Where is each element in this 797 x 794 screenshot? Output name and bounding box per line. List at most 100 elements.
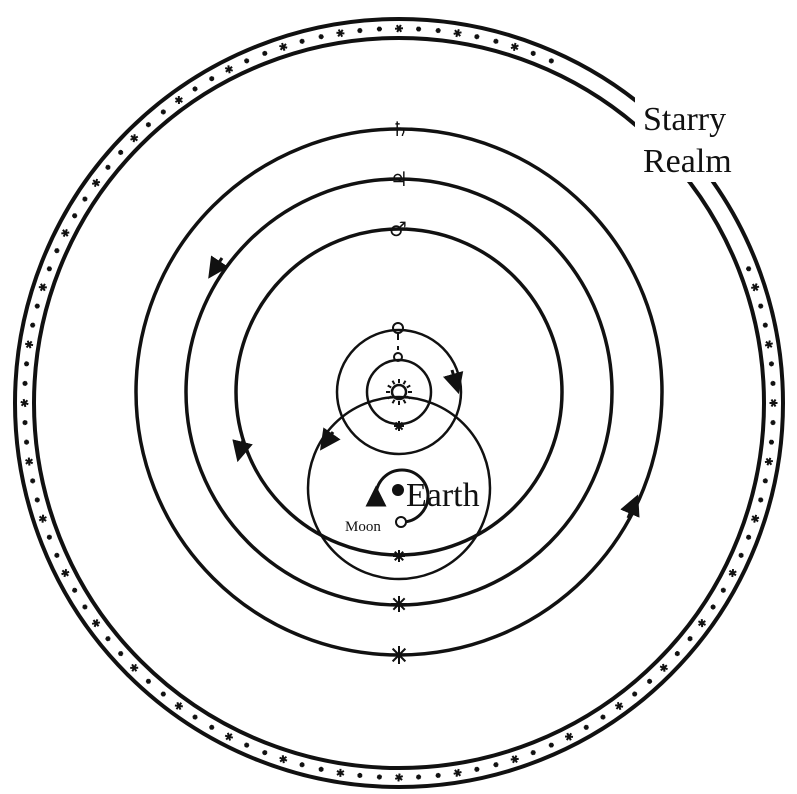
band-star [24, 440, 29, 445]
band-star [565, 733, 573, 740]
band-star [39, 284, 47, 291]
band-star [357, 28, 362, 32]
band-star [511, 756, 519, 763]
band-star [300, 39, 305, 44]
band-star [377, 775, 382, 780]
band-star [660, 664, 668, 672]
band-star [632, 692, 637, 697]
band-star [39, 515, 46, 523]
band-star [21, 399, 29, 407]
band-star [454, 29, 462, 37]
band-star [729, 569, 736, 577]
band-star [474, 767, 479, 772]
band-star [118, 651, 123, 656]
band-star [146, 679, 151, 683]
band-star [600, 715, 605, 720]
band-star [377, 27, 382, 31]
band-star [209, 76, 214, 81]
band-star [474, 34, 479, 39]
mars-orbit [236, 229, 562, 555]
band-star [739, 553, 744, 558]
axis-stars [390, 421, 408, 664]
band-star [549, 58, 554, 63]
band-star [244, 743, 249, 748]
sun-symbol [386, 379, 412, 405]
band-star [416, 27, 421, 32]
mercury-orbit [367, 360, 431, 424]
jupiter-symbol: ♃ [390, 167, 408, 191]
band-star [105, 636, 110, 641]
band-star [711, 604, 715, 609]
band-star [436, 773, 441, 778]
band-star [193, 86, 197, 91]
band-star [765, 341, 773, 349]
band-star [584, 725, 589, 730]
starry-realm-label-line1: Starry [643, 101, 726, 138]
band-star [358, 773, 362, 778]
band-star [35, 304, 40, 309]
band-star [494, 39, 499, 44]
band-star [262, 51, 267, 56]
band-star [615, 702, 623, 710]
band-star [336, 29, 344, 36]
band-star [769, 361, 774, 366]
band-star [47, 535, 52, 540]
band-star [72, 213, 77, 218]
band-star [319, 767, 323, 772]
band-star [751, 515, 759, 523]
band-star [262, 750, 267, 755]
band-star [25, 341, 33, 348]
band-star [161, 692, 166, 696]
saturn-orbit [136, 129, 662, 655]
mars-orbit-arrow [240, 440, 243, 452]
band-star [161, 109, 165, 114]
band-star [395, 25, 403, 32]
band-star [765, 458, 773, 465]
band-star [769, 440, 774, 445]
band-star [770, 420, 775, 424]
venus-symbol [393, 323, 403, 340]
earth-label: Earth [406, 477, 480, 514]
mercury-symbol [394, 346, 402, 361]
moon-dot [396, 517, 406, 527]
band-star [130, 664, 138, 671]
band-star [244, 58, 249, 63]
band-star [549, 743, 554, 747]
band-star [23, 381, 28, 386]
band-star [225, 65, 232, 73]
band-star [72, 588, 77, 593]
band-star [92, 179, 100, 187]
band-star [54, 248, 59, 252]
band-star [280, 755, 287, 763]
band-star [26, 458, 33, 466]
band-star [35, 497, 39, 502]
band-star [688, 636, 693, 641]
band-star [82, 197, 87, 202]
band-star [279, 43, 287, 51]
band-star [300, 762, 305, 767]
band-star [193, 715, 198, 720]
venus-orbit-arrow [452, 370, 456, 384]
band-star [23, 420, 28, 425]
band-star [511, 43, 519, 51]
starry-realm-label-line2: Realm [643, 143, 732, 180]
band-star [131, 134, 138, 142]
band-star [758, 498, 763, 503]
band-star [118, 150, 123, 155]
band-star [746, 535, 751, 540]
band-star [62, 569, 70, 577]
band-star [82, 605, 87, 610]
band-star [454, 769, 462, 777]
band-star [30, 478, 34, 483]
band-star [209, 725, 214, 730]
band-star [319, 34, 324, 39]
band-star [531, 750, 536, 754]
band-star [30, 323, 35, 328]
axis-star [390, 646, 408, 664]
band-star [416, 775, 421, 780]
moon-label: Moon [345, 519, 381, 535]
band-star [92, 619, 100, 627]
earth-dot [392, 484, 404, 496]
band-star [746, 267, 751, 272]
